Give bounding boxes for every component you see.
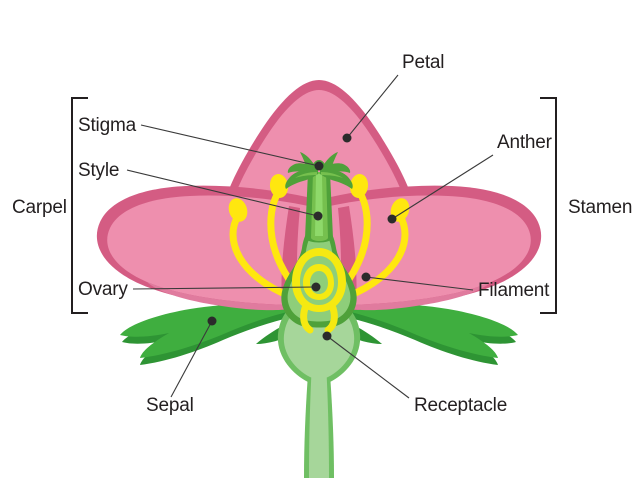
anchor-dot-ovary bbox=[311, 282, 321, 292]
label-anther: Anther bbox=[497, 132, 553, 153]
group-label-carpel: Carpel bbox=[12, 197, 67, 218]
anchor-dot-group bbox=[207, 133, 397, 341]
sepal-right bbox=[320, 303, 518, 358]
anchor-dot-sepal bbox=[207, 316, 217, 326]
stigma-lobe-center-right bbox=[322, 152, 338, 172]
anchor-dot-petal bbox=[342, 133, 352, 143]
style-highlight bbox=[315, 174, 323, 236]
group-label-group: Carpel Stamen bbox=[12, 197, 632, 218]
bracket-carpel bbox=[71, 97, 88, 314]
anchor-dot-anther bbox=[387, 214, 397, 224]
leader-line-group bbox=[126, 74, 494, 399]
petal-right-shadow bbox=[348, 282, 491, 311]
label-receptacle: Receptacle bbox=[414, 395, 507, 416]
group-label-stamen: Stamen bbox=[568, 197, 632, 218]
stigma-lobe-center-left bbox=[300, 152, 316, 172]
bracket-group bbox=[71, 97, 557, 314]
leader-line-petal bbox=[346, 74, 399, 139]
stamen-filament-left-outer bbox=[229, 212, 304, 304]
ovule-tail-right bbox=[324, 304, 338, 334]
stigma-lobe-left-hl bbox=[295, 172, 317, 178]
anchor-dot-filament bbox=[361, 272, 371, 282]
leader-line-ovary bbox=[132, 286, 317, 290]
leader-line-style bbox=[126, 169, 319, 217]
receptacle-stem-inner bbox=[309, 362, 329, 478]
label-filament: Filament bbox=[478, 280, 550, 301]
sepal-left bbox=[120, 303, 318, 358]
stigma-lobe-right-hl bbox=[321, 172, 343, 178]
anther-group bbox=[228, 174, 410, 222]
anchor-dot-stigma bbox=[314, 161, 324, 171]
leader-line-stigma bbox=[140, 124, 320, 167]
flower-illustration bbox=[96, 80, 542, 478]
leader-line-filament bbox=[365, 276, 474, 291]
petal-left-inner bbox=[107, 195, 317, 305]
label-ovary: Ovary bbox=[78, 279, 128, 300]
leader-line-anther bbox=[391, 154, 494, 220]
stigma-highlight-group bbox=[295, 172, 343, 178]
leader-line-receptacle bbox=[326, 335, 410, 399]
bracket-stamen bbox=[540, 97, 557, 314]
label-style: Style bbox=[78, 160, 119, 181]
anther-right-outer bbox=[390, 198, 410, 222]
anther-left-mid bbox=[269, 174, 289, 198]
leader-line-sepal bbox=[170, 320, 213, 398]
label-sepal: Sepal bbox=[146, 395, 194, 416]
anther-left-outer bbox=[228, 198, 248, 222]
ovule-tail bbox=[300, 304, 314, 334]
pistil-group bbox=[281, 152, 357, 334]
label-stigma: Stigma bbox=[78, 115, 137, 136]
stamen-filament-right-outer bbox=[334, 212, 409, 304]
anchor-dot-style bbox=[313, 211, 323, 221]
label-petal: Petal bbox=[402, 52, 444, 73]
anchor-dot-receptacle bbox=[322, 331, 332, 341]
petal-left-shadow bbox=[147, 282, 290, 311]
stigma bbox=[285, 152, 353, 189]
anther-right-mid bbox=[349, 174, 369, 198]
ovule-inner-ring bbox=[303, 264, 334, 300]
